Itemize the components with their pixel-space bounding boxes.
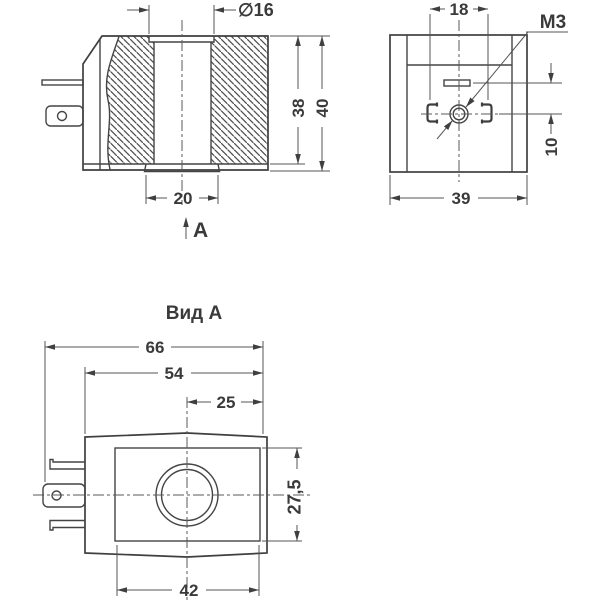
- dim-bore-diameter-label: ∅16: [238, 0, 274, 20]
- side-section-view: ∅16 38 40 20: [41, 0, 332, 242]
- dim-overall-width: 66: [44, 338, 264, 482]
- dim-hole-offset: 10: [473, 63, 562, 156]
- clip-bracket-right: [480, 102, 493, 124]
- dim-contact-spacing: 18: [429, 0, 489, 100]
- dim-window-height: 27,5: [262, 447, 305, 542]
- dim-total-height: 40: [270, 36, 332, 172]
- view-a-ground-pin: [42, 483, 86, 508]
- view-a: Вид А 66 54: [33, 303, 312, 600]
- dim-window-height-label: 27,5: [285, 479, 305, 514]
- bottom-flange: [143, 163, 221, 173]
- dim-body-width-a: 54: [84, 364, 263, 434]
- break-line: [105, 36, 120, 170]
- dim-body-width-label: 39: [452, 189, 471, 208]
- coil-section-hatch-right: [211, 36, 268, 164]
- dim-overall-width-label: 66: [146, 338, 165, 357]
- contact-slot: [443, 79, 471, 87]
- ground-pin-hole: [56, 110, 68, 122]
- dim-contact-spacing-label: 18: [450, 0, 469, 19]
- view-a-flat-pin-top: [49, 458, 85, 470]
- dim-flange-width-label: 20: [174, 189, 193, 208]
- dim-total-height-label: 40: [313, 99, 332, 118]
- dim-body-width-a-label: 54: [165, 364, 184, 383]
- coil-body-outline: [82, 35, 269, 171]
- dim-coil-height: 38: [270, 35, 330, 165]
- ground-pin: [45, 105, 84, 127]
- dim-body-width: 39: [389, 175, 528, 208]
- dim-bore-diameter: ∅16: [127, 0, 274, 34]
- flat-pin: [41, 79, 84, 86]
- view-direction-label: А: [193, 219, 208, 242]
- clip-bracket-left: [426, 102, 439, 124]
- thread-callout: М3: [436, 12, 568, 140]
- coil-section-hatch-left: [106, 36, 154, 164]
- dim-center-to-edge: 25: [187, 393, 263, 412]
- end-view: 18 М3 10 39: [389, 0, 568, 208]
- thread-label: М3: [540, 12, 566, 33]
- view-a-flat-pin-bottom: [49, 519, 85, 531]
- dim-coil-height-label: 38: [289, 99, 308, 118]
- view-a-ground-pin-hole: [51, 490, 62, 501]
- dim-flange-width-a-label: 42: [180, 581, 199, 600]
- dim-flange-width: 20: [145, 175, 219, 208]
- dim-center-to-edge-label: 25: [217, 393, 236, 412]
- dim-flange-width-a: 42: [116, 545, 260, 600]
- view-direction-arrow: А: [183, 217, 208, 242]
- dim-hole-offset-label: 10: [542, 138, 561, 157]
- view-a-title: Вид А: [166, 303, 223, 324]
